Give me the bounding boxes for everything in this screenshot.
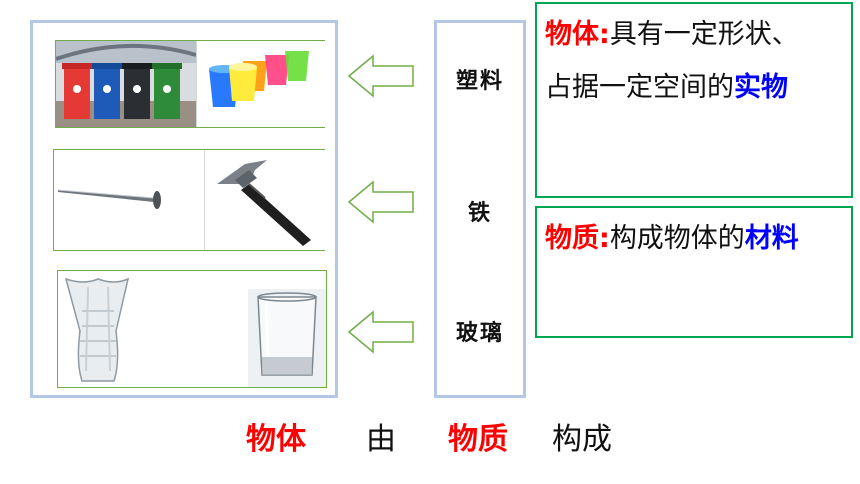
conclusion-substance: 物质 [448, 422, 508, 457]
object-definition-box: 物体:具有一定形状、 占据一定空间的实物 [535, 2, 853, 198]
hammer-image [204, 150, 325, 250]
plastic-example-row [55, 40, 325, 128]
object-text-b: 占据一定空间的 [545, 72, 734, 103]
object-emphasis: 实物 [734, 72, 788, 103]
material-plastic: 塑料 [455, 68, 504, 94]
conclusion-object: 物体 [246, 422, 306, 457]
trash-bins-image [56, 41, 196, 127]
arrow-left-icon [347, 54, 414, 98]
substance-colon: : [599, 223, 610, 254]
material-glass: 玻璃 [455, 320, 504, 346]
arrow-left-icon [347, 310, 414, 354]
materials-column: 塑料 铁 玻璃 [434, 20, 526, 398]
glass-tumbler-image [248, 271, 326, 387]
material-iron: 铁 [467, 200, 492, 226]
examples-panel [30, 20, 338, 398]
substance-emphasis: 材料 [744, 223, 799, 254]
substance-text: 构成物体的 [609, 223, 745, 254]
arrow-left-icon [347, 180, 414, 224]
object-term: 物体 [545, 19, 599, 50]
conclusion-compose: 构成 [552, 422, 612, 457]
iron-example-row [53, 149, 325, 251]
plastic-cups-image [196, 41, 325, 127]
glass-vase-image [58, 271, 138, 387]
substance-term: 物质 [545, 223, 599, 254]
glass-example-row [57, 270, 327, 388]
conclusion-by: 由 [366, 422, 396, 457]
nail-image [54, 150, 166, 250]
substance-definition-box: 物质:构成物体的材料 [535, 206, 853, 338]
object-text-a: 具有一定形状、 [609, 19, 799, 50]
object-colon: : [599, 19, 610, 50]
